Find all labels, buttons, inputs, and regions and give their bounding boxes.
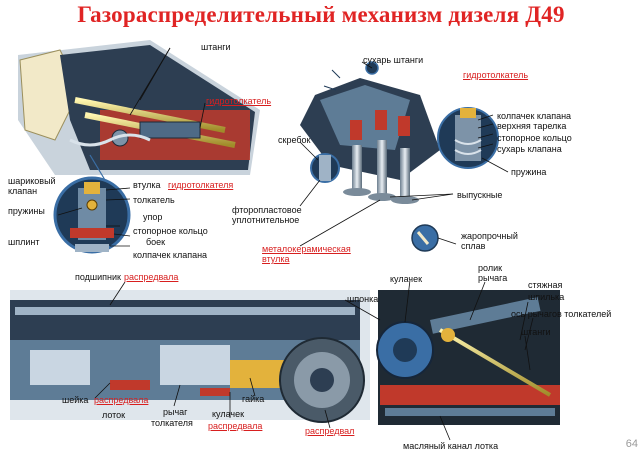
label-sukhar-klapana: сухарь клапана (497, 144, 562, 154)
label-pruzhina: пружина (511, 167, 547, 177)
label-metallokeramicheskaya: металокерамическая втулка (262, 244, 351, 264)
label-podshipnik: подшипник (75, 272, 121, 282)
label-gidrotolkatel-right: гидротолкатель (463, 70, 529, 80)
label-sheyka: шейка (62, 395, 89, 405)
label-vypusknye: выпускные (457, 190, 503, 200)
label-raspredvala-sheyka: распредвала (94, 395, 149, 405)
label-zharoprochniy: жаропрочный сплав (461, 231, 518, 251)
label-gidrotolkatel-top: гидротолкатель (206, 96, 272, 106)
label-tolkatel: толкатель (133, 195, 175, 205)
lifter-detail-illustration (53, 154, 131, 254)
label-shtangi-top: штанги (201, 42, 231, 52)
label-skrebok: скребок (278, 135, 311, 145)
rocker-assembly-illustration (18, 40, 260, 175)
label-maslyaniy-kanal: масляный канал лотка (403, 441, 499, 451)
label-shtangi-bottom: штанги (521, 327, 551, 337)
label-stopornoe-koltso-right: стопорное кольцо (497, 133, 572, 143)
label-stopornoe-koltso-left: стопорное кольцо (133, 226, 208, 236)
label-gidrotolkatelya: гидротолкателя (168, 180, 234, 190)
label-kulachek-bottom: кулачек (212, 409, 245, 419)
camshaft-illustration (10, 290, 370, 423)
label-kulachek-top: кулачек (390, 274, 423, 284)
label-pruzhiny: пружины (8, 206, 45, 216)
label-raspredvala-top: распредвала (124, 272, 179, 282)
page-title: Газораспределительный механизм дизеля Д4… (77, 2, 565, 27)
label-vtulka: втулка (133, 180, 161, 190)
label-raspredvala-bottom: распредвала (208, 421, 263, 431)
label-tolkatelya: толкателя (151, 418, 193, 428)
label-upor: упор (143, 212, 163, 222)
label-kolpachek-klapana-left: колпачек клапана (133, 250, 208, 260)
label-shpilka: шпилька (528, 292, 565, 302)
label-gayka: гайка (242, 394, 265, 404)
label-verkhnyaya-tarelka: верхняя тарелка (497, 121, 567, 131)
label-shplint: шплинт (8, 237, 40, 247)
label-rychaga: рычага (478, 273, 508, 283)
label-boek: боек (146, 237, 166, 247)
page-number: 64 (625, 438, 638, 450)
label-os-rychagov: ось рычагов толкателей (511, 309, 612, 319)
label-ftoroplastovoe: фторопластовое уплотнительное (232, 205, 302, 225)
cam-lever-illustration (376, 290, 560, 425)
label-sharikoviy-klapan: шариковый клапан (8, 176, 56, 196)
label-styazhnaya: стяжная (528, 280, 563, 290)
label-sukhar-shtangi: сухарь штанги (363, 55, 424, 65)
valve-gear-illustration (300, 61, 499, 252)
label-raspredval: распредвал (305, 426, 355, 436)
leader-lines (57, 47, 534, 441)
label-kolpachek-klapana-right: колпачек клапана (497, 111, 572, 121)
label-rolik: ролик (478, 263, 503, 273)
label-lotok: лоток (102, 410, 126, 420)
label-shponka: шпонка (347, 294, 379, 304)
label-rychag: рычаг (163, 407, 188, 417)
